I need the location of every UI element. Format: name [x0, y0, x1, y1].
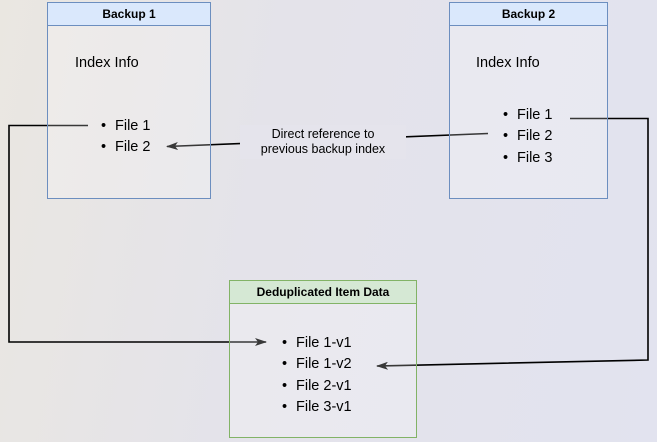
- backup2-box: Backup 2 Index Info File 1File 2File 3: [449, 2, 608, 199]
- file-item: File 2-v1: [282, 376, 352, 397]
- edge-label-line2: previous backup index: [260, 142, 386, 156]
- backup1-subtitle: Index Info: [75, 55, 139, 71]
- backup2-title: Backup 2: [450, 3, 607, 26]
- backup1-title: Backup 1: [48, 3, 210, 26]
- file-item: File 1-v2: [282, 354, 352, 375]
- file-item: File 1: [503, 105, 552, 126]
- dedup-box: Deduplicated Item Data File 1-v1File 1-v…: [229, 280, 417, 438]
- backup2-subtitle: Index Info: [476, 55, 540, 71]
- backup2-file-list: File 1File 2File 3: [503, 105, 552, 169]
- dedup-file-list: File 1-v1File 1-v2File 2-v1File 3-v1: [282, 333, 352, 419]
- backup1-file-list: File 1File 2: [101, 116, 150, 159]
- backup1-box: Backup 1 Index Info File 1File 2: [47, 2, 211, 199]
- dedup-title: Deduplicated Item Data: [230, 281, 416, 304]
- file-item: File 3-v1: [282, 397, 352, 418]
- file-item: File 2: [503, 126, 552, 147]
- file-item: File 1: [101, 116, 150, 137]
- file-item: File 3: [503, 148, 552, 169]
- edge-label: Direct reference to previous backup inde…: [240, 125, 406, 159]
- edge-label-line1: Direct reference to: [271, 127, 375, 141]
- file-item: File 2: [101, 137, 150, 158]
- file-item: File 1-v1: [282, 333, 352, 354]
